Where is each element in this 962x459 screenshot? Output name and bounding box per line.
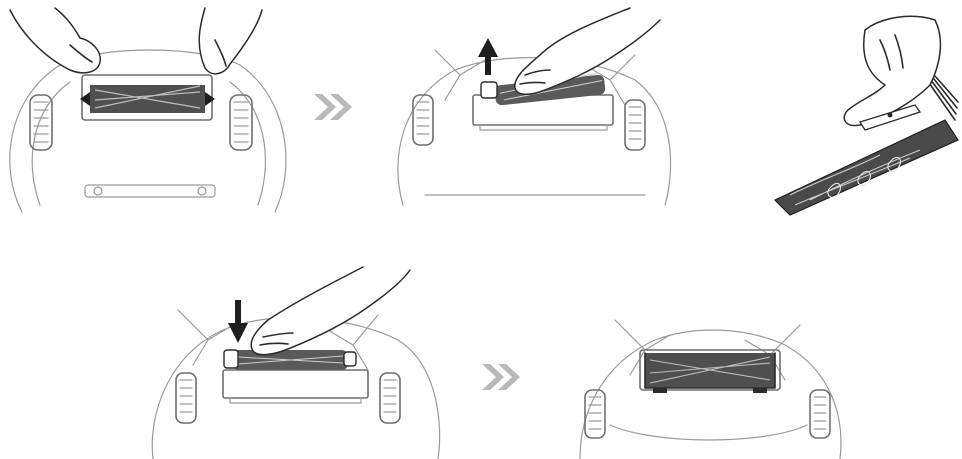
brush-cleaning-illustration xyxy=(770,10,962,215)
hand xyxy=(844,16,940,125)
robot-underside-illustration xyxy=(0,0,300,215)
step-1-remove-brush-guard xyxy=(0,0,300,215)
step-3-clean-brush-hair xyxy=(770,10,962,215)
main-brush xyxy=(775,120,958,215)
right-hand xyxy=(199,8,262,74)
step-5-reinstall-brush-guard xyxy=(575,305,845,459)
next-step-chevron-icon xyxy=(312,92,354,122)
insert-arrow-icon xyxy=(228,300,248,343)
hand xyxy=(251,267,410,355)
next-step-chevron-icon xyxy=(480,362,522,392)
main-brush xyxy=(224,350,356,370)
robot-underside-illustration xyxy=(575,305,845,459)
step-4-insert-brush xyxy=(148,265,448,459)
robot-underside-illustration xyxy=(385,0,685,215)
step-2-lift-brush xyxy=(385,0,685,215)
left-hand xyxy=(10,8,100,73)
robot-underside-illustration xyxy=(148,265,448,459)
lift-arrow-icon xyxy=(478,38,498,75)
